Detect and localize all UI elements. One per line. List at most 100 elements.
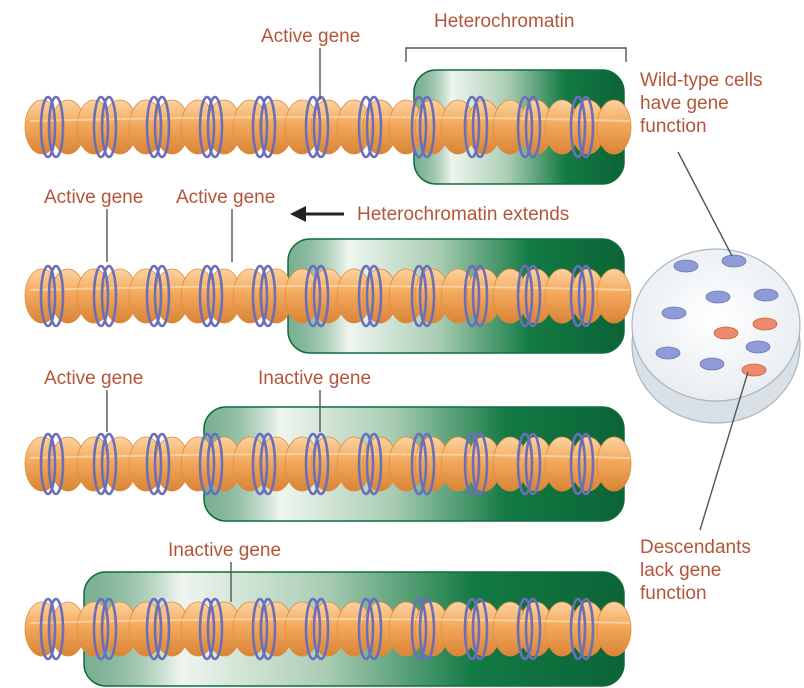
- dna-coil: [569, 432, 587, 496]
- dna-coil: [577, 597, 595, 661]
- nucleosome: [596, 601, 632, 657]
- dna-coil: [357, 597, 375, 661]
- dna-coil: [145, 264, 163, 328]
- dna-coil: [357, 432, 375, 496]
- dna-coil: [471, 95, 489, 159]
- dna-coil: [153, 432, 171, 496]
- dna-coil: [312, 95, 330, 159]
- mutant-cell: [741, 363, 767, 377]
- dna-coil: [39, 95, 57, 159]
- dna-coil: [471, 432, 489, 496]
- heterochromatin-extends-label: Heterochromatin extends: [357, 204, 570, 225]
- dna-coil: [365, 597, 383, 661]
- dna-coil: [524, 264, 542, 328]
- heterochromatin-bracket: [405, 47, 627, 62]
- dish-cells: [655, 254, 779, 377]
- dna-coil: [145, 432, 163, 496]
- dna-coil: [365, 432, 383, 496]
- dna-coil: [92, 432, 110, 496]
- dna-coil: [206, 95, 224, 159]
- row3-inactive-gene-label: Inactive gene: [258, 368, 372, 389]
- dna-coil: [92, 264, 110, 328]
- dna-coil: [145, 95, 163, 159]
- chromatin-row-1: [24, 69, 632, 185]
- dna-coil: [304, 597, 322, 661]
- dna-coil: [198, 264, 216, 328]
- dna-coil: [463, 95, 481, 159]
- fiber-highlight: [29, 116, 631, 122]
- dna-coil: [357, 264, 375, 328]
- dna-coil: [259, 95, 277, 159]
- dna-coil: [100, 432, 118, 496]
- dna-coil: [153, 597, 171, 661]
- dna-coil: [471, 597, 489, 661]
- chromatin-row-2: [24, 238, 632, 354]
- row1-active-gene-label: Active gene: [261, 26, 361, 47]
- nucleosome: [596, 268, 632, 324]
- petri-dish: [631, 248, 801, 424]
- chromatin-row-3: [24, 406, 632, 522]
- dna-coil: [39, 597, 57, 661]
- wild-type-cell: [721, 254, 747, 268]
- dna-coil: [259, 432, 277, 496]
- dna-coil: [47, 95, 65, 159]
- dna-coil: [524, 597, 542, 661]
- dna-coil: [251, 432, 269, 496]
- dna-coil: [100, 597, 118, 661]
- dna-coils: [39, 95, 595, 159]
- dna-coil: [312, 597, 330, 661]
- fiber-highlight: [29, 618, 631, 624]
- dna-coil: [145, 597, 163, 661]
- wild-type-cell: [705, 290, 731, 304]
- dna-coil: [251, 95, 269, 159]
- dna-coil: [471, 264, 489, 328]
- dna-coil: [569, 597, 587, 661]
- dna-coil: [304, 95, 322, 159]
- dna-coil: [463, 432, 481, 496]
- dna-coil: [463, 264, 481, 328]
- dna-coil: [418, 95, 436, 159]
- mutant-cell: [713, 326, 739, 340]
- dna-coil: [410, 597, 428, 661]
- dna-coil: [577, 264, 595, 328]
- dna-coil: [206, 264, 224, 328]
- dna-coil: [410, 264, 428, 328]
- dna-coil: [365, 264, 383, 328]
- dna-coil: [47, 432, 65, 496]
- fiber-highlight: [29, 453, 631, 459]
- dna-coils: [39, 597, 595, 661]
- dna-coil: [251, 597, 269, 661]
- dna-coil: [418, 432, 436, 496]
- wild-type-cell: [699, 357, 725, 371]
- heterochromatin-label: Heterochromatin: [434, 11, 575, 32]
- chromatin-row-4: [24, 571, 632, 687]
- dna-coil: [251, 264, 269, 328]
- dna-coil: [153, 264, 171, 328]
- dna-coil: [569, 95, 587, 159]
- dna-coil: [524, 432, 542, 496]
- dna-coil: [206, 597, 224, 661]
- row4-inactive-gene-label: Inactive gene: [168, 540, 282, 561]
- wild-type-cell: [661, 306, 687, 320]
- dna-coil: [516, 432, 534, 496]
- dna-coil: [39, 264, 57, 328]
- callout-lines: [106, 47, 749, 602]
- dna-coil: [198, 597, 216, 661]
- dna-coil: [463, 597, 481, 661]
- nucleosome: [596, 99, 632, 155]
- chromatin-rows: [24, 69, 632, 687]
- wild-type-cells-label: Wild-type cells have gene function: [640, 70, 763, 137]
- dna-coil: [304, 432, 322, 496]
- dna-coil: [259, 597, 277, 661]
- dna-coil: [516, 95, 534, 159]
- dna-coils: [39, 264, 595, 328]
- dna-coil: [100, 264, 118, 328]
- dna-coil: [312, 264, 330, 328]
- dna-coil: [569, 264, 587, 328]
- dna-coil: [92, 95, 110, 159]
- dna-coil: [410, 432, 428, 496]
- dna-coil: [410, 95, 428, 159]
- mutant-cell: [752, 317, 778, 331]
